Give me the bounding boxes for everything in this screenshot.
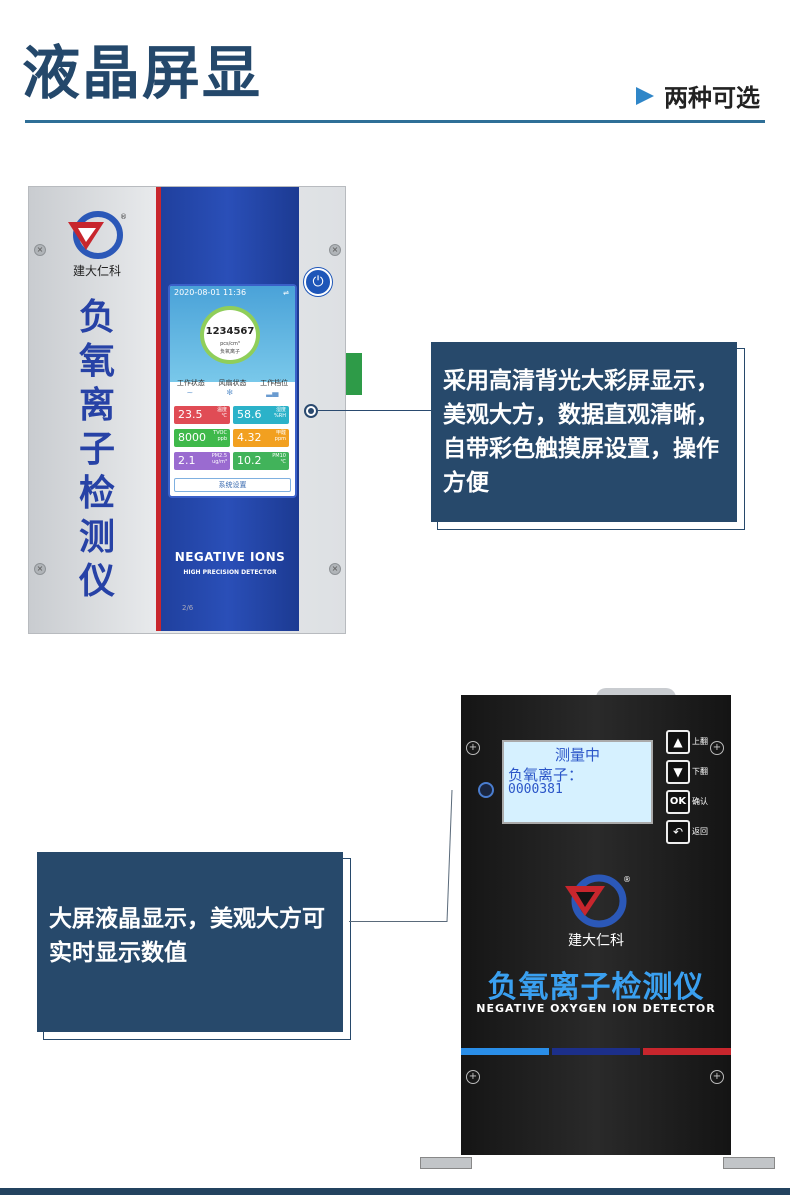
tile-value: 2.1 xyxy=(178,454,196,467)
tile-label: PM10℃ xyxy=(272,453,286,465)
screw-icon: + xyxy=(710,1070,724,1084)
screw-icon: + xyxy=(466,741,480,755)
key-label-up: 上翻 xyxy=(692,737,708,746)
callout2-pointer-dot xyxy=(478,782,494,798)
key-label-return: 返回 xyxy=(692,827,708,836)
device2-lcd-screen: 测量中 负氧离子： 0000381 xyxy=(502,740,653,824)
main-unit: pcs/cm³ xyxy=(220,341,240,347)
screw-icon: × xyxy=(34,244,46,256)
tile-value: 23.5 xyxy=(178,408,203,421)
negative-ions-label: NEGATIVE IONS xyxy=(174,550,286,564)
play-arrow-icon xyxy=(636,86,654,105)
main-value: 1234567 xyxy=(205,326,255,337)
return-icon[interactable]: ↶ xyxy=(666,820,690,844)
tile-label: 湿度%RH xyxy=(274,407,286,419)
screw-icon: + xyxy=(466,1070,480,1084)
svg-text:®: ® xyxy=(623,875,631,884)
header-divider xyxy=(25,120,765,123)
lcd-value: 0000381 xyxy=(508,782,563,797)
key-label-ok: 确认 xyxy=(692,797,708,806)
device2-product-name: 负氧离子检测仪 xyxy=(487,970,705,1005)
device1-red-stripe xyxy=(156,187,161,631)
device2-top-cap xyxy=(596,688,676,698)
svg-text:®: ® xyxy=(120,213,126,221)
tile-humidity[interactable]: 58.6 湿度%RH xyxy=(233,406,289,424)
callout-connector-line xyxy=(318,410,431,411)
tile-value: 10.2 xyxy=(237,454,262,467)
screw-icon: × xyxy=(329,563,341,575)
usb-icon: ⇌ xyxy=(283,289,289,297)
work-status-icon: ~ xyxy=(186,388,194,397)
callout2-connector-diagonal xyxy=(446,790,453,923)
callout2-connector-line xyxy=(349,921,447,922)
stripe-blue xyxy=(461,1048,549,1055)
ok-icon[interactable]: OK xyxy=(666,790,690,814)
device2-product-name-en: NEGATIVE OXYGEN ION DETECTOR xyxy=(476,1002,716,1015)
stripe-navy xyxy=(552,1048,640,1055)
footer-divider xyxy=(0,1188,790,1195)
page-indicator: 2/6 xyxy=(182,604,194,612)
tile-value: 4.32 xyxy=(237,431,262,444)
main-label: 负氧离子 xyxy=(219,349,240,355)
device2-brand: 建大仁科 xyxy=(568,933,624,949)
status-icons: ~ ✻ ▂▄ xyxy=(170,388,295,397)
subtitle-group: 两种可选 xyxy=(636,78,760,113)
tile-pm10[interactable]: 10.2 PM10℃ xyxy=(233,452,289,470)
down-arrow-icon[interactable]: ▼ xyxy=(666,760,690,784)
callout1-box: 采用高清背光大彩屏显示，美观大方，数据直观清晰，自带彩色触摸屏设置，操作方便 xyxy=(431,342,737,522)
callout2-box: 大屏液晶显示，美观大方可实时显示数值 xyxy=(37,852,343,1032)
status-label-fan: 风扇状态 xyxy=(218,379,247,387)
device1-product-name: 负氧离子检测仪 xyxy=(78,297,115,602)
status-label-level: 工作档位 xyxy=(260,379,289,387)
tile-temperature[interactable]: 23.5 温度℃ xyxy=(174,406,230,424)
page-title: 液晶屏显 xyxy=(22,39,263,107)
screw-icon: × xyxy=(34,563,46,575)
subtitle: 两种可选 xyxy=(664,84,760,112)
up-arrow-icon[interactable]: ▲ xyxy=(666,730,690,754)
signal-bars-icon: ▂▄ xyxy=(266,388,279,397)
tile-value: 8000 xyxy=(178,431,206,444)
screw-icon: + xyxy=(710,741,724,755)
lcd-title: 测量中 xyxy=(554,746,600,764)
tile-label: 温度℃ xyxy=(216,407,227,419)
callout-pointer-dot xyxy=(304,404,318,418)
device1-touchscreen[interactable]: 2020-08-01 11:36 ⇌ 1234567 pcs/cm³ 负氧离子 … xyxy=(168,284,297,498)
datetime: 2020-08-01 11:36 xyxy=(174,288,247,297)
stripe-red xyxy=(643,1048,731,1055)
mounting-foot-left xyxy=(420,1157,472,1169)
lcd-label: 负氧离子： xyxy=(508,766,584,784)
callout1-text: 采用高清背光大彩屏显示，美观大方，数据直观清晰，自带彩色触摸屏设置，操作方便 xyxy=(443,368,719,496)
fan-icon: ✻ xyxy=(226,388,234,397)
callout2-text: 大屏液晶显示，美观大方可实时显示数值 xyxy=(49,906,325,966)
key-label-down: 下翻 xyxy=(692,767,708,776)
tile-value: 58.6 xyxy=(237,408,262,421)
main-value-gauge: 1234567 pcs/cm³ 负氧离子 xyxy=(200,306,260,364)
system-settings-button[interactable]: 系统设置 xyxy=(174,478,291,492)
mounting-foot-right xyxy=(723,1157,775,1169)
status-label-work: 工作状态 xyxy=(176,379,205,387)
power-button-icon[interactable]: ⏻ xyxy=(304,268,332,296)
screw-icon: × xyxy=(329,244,341,256)
device1-brand: 建大仁科 xyxy=(72,264,121,278)
high-precision-label: HIGH PRECISION DETECTOR xyxy=(183,569,277,576)
brand-logo-icon: ® xyxy=(68,211,126,259)
brand-logo-icon: ® xyxy=(565,874,631,928)
status-labels: 工作状态 风扇状态 工作档位 xyxy=(170,378,295,388)
side-connector xyxy=(346,353,362,395)
